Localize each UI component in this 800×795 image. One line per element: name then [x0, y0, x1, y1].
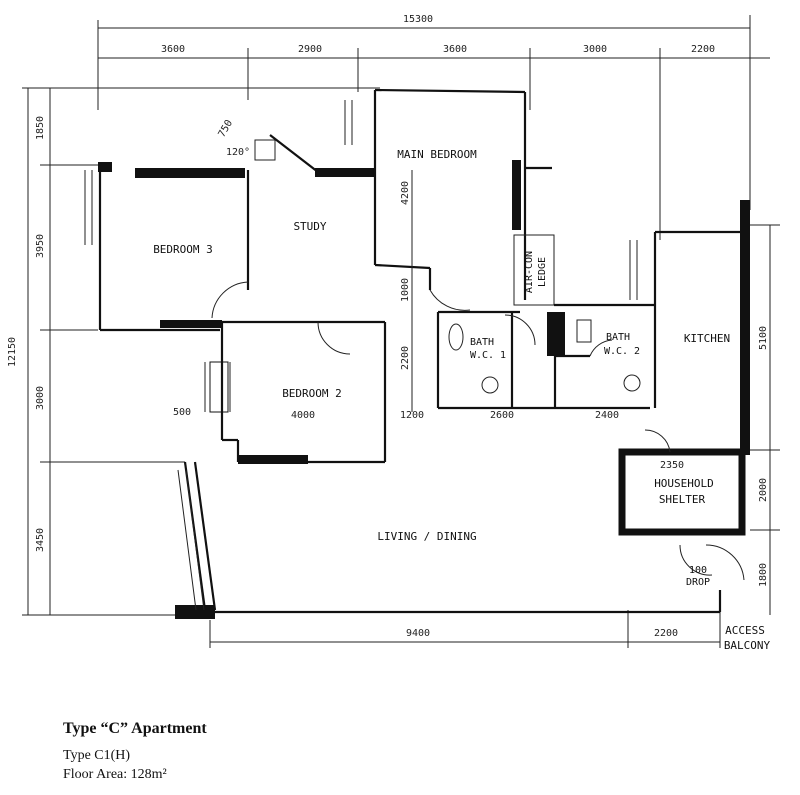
dim-top-3: 3600	[443, 44, 467, 55]
dim-120-degrees: 120°	[226, 147, 250, 158]
top-dimensions: 15300 3600 2900 3600 3000 2200	[97, 14, 770, 240]
label-wc-2: W.C. 2	[604, 346, 640, 357]
dim-main-bedroom-depth: 4200	[400, 181, 411, 205]
label-bedroom-2: BEDROOM 2	[282, 387, 342, 400]
room-labels: BEDROOM 3 STUDY MAIN BEDROOM BEDROOM 2 B…	[153, 148, 770, 652]
dim-4000: 4000	[291, 410, 315, 421]
label-balcony: BALCONY	[724, 639, 771, 652]
interior-dimensions: 4200 1000 2200 1200 2600 2400 4000 500 2…	[173, 118, 684, 471]
caption-title: Type “C” Apartment	[63, 720, 207, 737]
label-living-dining: LIVING / DINING	[377, 530, 476, 543]
bottom-dimensions: 9400 2200	[209, 600, 721, 648]
walls	[98, 88, 750, 619]
label-bath-1: BATH	[470, 337, 494, 348]
dim-bottom-1: 9400	[406, 628, 430, 639]
dim-top-4: 3000	[583, 44, 607, 55]
dim-left-4: 3450	[35, 528, 46, 552]
dim-top-2: 2900	[298, 44, 322, 55]
label-main-bedroom: MAIN BEDROOM	[397, 148, 477, 161]
label-kitchen: KITCHEN	[684, 332, 730, 345]
label-ledge: LEDGE	[537, 257, 548, 287]
caption-type: Type C1(H)	[63, 748, 131, 763]
floor-plan: 15300 3600 2900 3600 3000 2200 12150 185…	[7, 14, 780, 652]
label-shelter: SHELTER	[659, 493, 706, 506]
label-bedroom-3: BEDROOM 3	[153, 243, 213, 256]
dim-bottom-2: 2200	[654, 628, 678, 639]
left-dimensions: 12150 1850 3950 3000 3450	[7, 87, 380, 616]
dim-left-1: 1850	[35, 116, 46, 140]
label-wc-1: W.C. 1	[470, 350, 506, 361]
doors	[84, 100, 745, 611]
dim-left-total: 12150	[7, 337, 18, 367]
dim-total-width: 15300	[403, 14, 433, 25]
dim-right-1: 5100	[758, 326, 769, 350]
label-drop-value: 100	[689, 565, 707, 576]
label-household: HOUSEHOLD	[654, 477, 714, 490]
dim-1000: 1000	[400, 278, 411, 302]
dim-1200: 1200	[400, 410, 424, 421]
caption-floor-area: Floor Area: 128m²	[63, 767, 167, 782]
right-dimensions: 5100 2000 1800	[750, 224, 780, 615]
dim-2400: 2400	[595, 410, 619, 421]
dim-500: 500	[173, 407, 191, 418]
dim-750: 750	[217, 118, 236, 139]
dim-2600: 2600	[490, 410, 514, 421]
dim-right-3: 1800	[758, 563, 769, 587]
dim-left-2: 3950	[35, 234, 46, 258]
dim-left-3: 3000	[35, 386, 46, 410]
label-bath-2: BATH	[606, 332, 630, 343]
dim-right-2: 2000	[758, 478, 769, 502]
dim-2350: 2350	[660, 460, 684, 471]
dim-2200: 2200	[400, 346, 411, 370]
label-aircon: AIR-CON	[524, 251, 535, 293]
label-study: STUDY	[293, 220, 326, 233]
label-drop: DROP	[686, 577, 710, 588]
dim-top-1: 3600	[161, 44, 185, 55]
dim-top-5: 2200	[691, 44, 715, 55]
label-access: ACCESS	[725, 624, 765, 637]
